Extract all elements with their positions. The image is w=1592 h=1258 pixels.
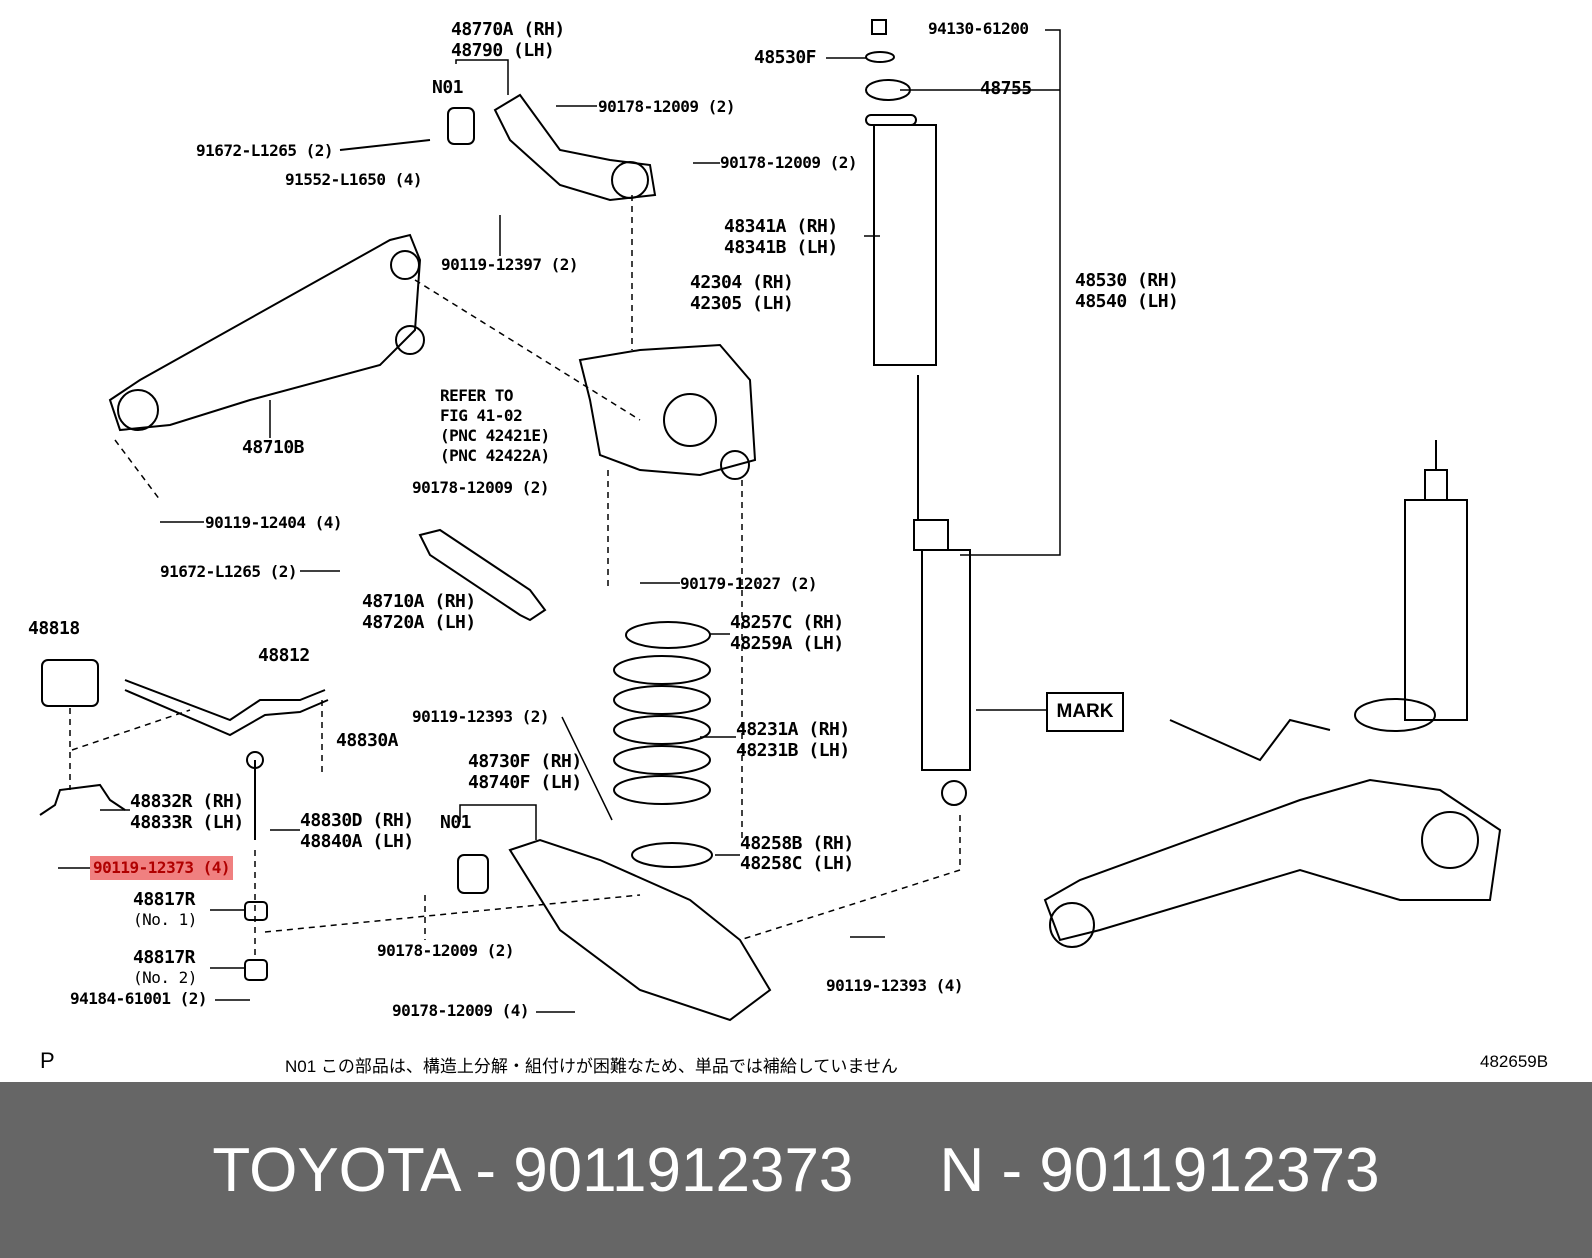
part-label: 90179-12027 (2) <box>680 574 818 593</box>
part-label: 48730F (RH) <box>468 751 582 772</box>
refer-text: FIG 41-02 <box>440 406 523 425</box>
part-label: 90119-12393 (2) <box>412 707 550 726</box>
part-label: 48740F (LH) <box>468 772 582 793</box>
part-label: 94130-61200 <box>928 19 1029 38</box>
part-label: 48833R (LH) <box>130 812 244 833</box>
part-label: 48755 <box>980 78 1032 99</box>
part-label: 94184-61001 (2) <box>70 989 208 1008</box>
part-label: 48818 <box>28 618 80 639</box>
part-label: 48830A <box>336 730 399 751</box>
part-label: 48341B (LH) <box>724 237 838 258</box>
part-label: 48720A (LH) <box>362 612 476 633</box>
part-label: 48258C (LH) <box>740 853 854 874</box>
diagram-drawing <box>39 19 1502 1022</box>
dashed-lines <box>69 195 961 960</box>
banner-text: TOYOTA - 9011912373 N - 9011912373 <box>212 1135 1380 1205</box>
part-label: 48790 (LH) <box>451 40 555 61</box>
part-label: 48832R (RH) <box>130 791 244 812</box>
lower-arm <box>508 838 772 1022</box>
toe-arm <box>418 528 547 622</box>
part-label: 91672-L1265 (2) <box>196 141 334 160</box>
part-label: 90178-12009 (4) <box>392 1001 530 1020</box>
knuckle <box>578 343 757 477</box>
mark-callout: MARK <box>1046 692 1124 732</box>
part-label: 42304 (RH) <box>690 272 794 293</box>
part-label: N01 <box>440 812 472 833</box>
part-number-banner: TOYOTA - 9011912373 N - 9011912373 <box>0 1082 1592 1258</box>
part-label: 48817R <box>133 947 196 968</box>
part-label: N01 <box>432 77 464 98</box>
part-label: 90178-12009 (2) <box>412 478 550 497</box>
parts-diagram: 48770A (RH) 48790 (LH) N01 90178-12009 (… <box>28 19 1549 1076</box>
part-label: 48710B <box>242 437 305 458</box>
shock-absorber <box>865 19 971 806</box>
part-label: 48830D (RH) <box>300 810 414 831</box>
part-label: 48231A (RH) <box>736 719 850 740</box>
assembly-view <box>1043 440 1502 948</box>
part-label: 90119-12393 (4) <box>826 976 964 995</box>
part-label: 48530F <box>754 47 817 68</box>
part-label: 91552-L1650 (4) <box>285 170 423 189</box>
leader-lines <box>58 29 1061 1013</box>
part-note: (No. 2) <box>133 968 197 987</box>
part-label: 91672-L1265 (2) <box>160 562 298 581</box>
refer-text: (PNC 42421E) <box>440 426 550 445</box>
part-label: 48258B (RH) <box>740 833 854 854</box>
trailing-arm <box>108 233 422 432</box>
part-label: 48341A (RH) <box>724 216 838 237</box>
highlighted-part-label[interactable]: 90119-12373 (4) <box>90 856 233 880</box>
part-label: 90119-12404 (4) <box>205 513 343 532</box>
part-label: 48710A (RH) <box>362 591 476 612</box>
page-marker: P <box>40 1048 55 1073</box>
part-label: 48231B (LH) <box>736 740 850 761</box>
part-label: 90119-12397 (2) <box>441 255 579 274</box>
refer-text: REFER TO <box>440 386 514 405</box>
part-label: 48770A (RH) <box>451 19 565 40</box>
part-note: (No. 1) <box>133 910 197 929</box>
refer-text: (PNC 42422A) <box>440 446 550 465</box>
part-label: 42305 (LH) <box>690 293 794 314</box>
part-label: 90178-12009 (2) <box>598 97 736 116</box>
part-label: 90178-12009 (2) <box>377 941 515 960</box>
part-label: 48840A (LH) <box>300 831 414 852</box>
part-label: 90178-12009 (2) <box>720 153 858 172</box>
footnote: N01 この部品は、構造上分解・組付けが困難なため、単品では補給していません <box>285 1057 898 1076</box>
part-label: 48540 (LH) <box>1075 291 1179 312</box>
part-label: 48817R <box>133 889 196 910</box>
part-label: 48812 <box>258 645 310 666</box>
part-label: 48257C (RH) <box>730 612 844 633</box>
part-label: 48530 (RH) <box>1075 270 1179 291</box>
figure-id: 482659B <box>1480 1052 1549 1071</box>
stabilizer-bar <box>124 679 326 722</box>
part-label: 48259A (LH) <box>730 633 844 654</box>
coil-spring <box>613 621 713 868</box>
upper-arm <box>493 93 657 202</box>
